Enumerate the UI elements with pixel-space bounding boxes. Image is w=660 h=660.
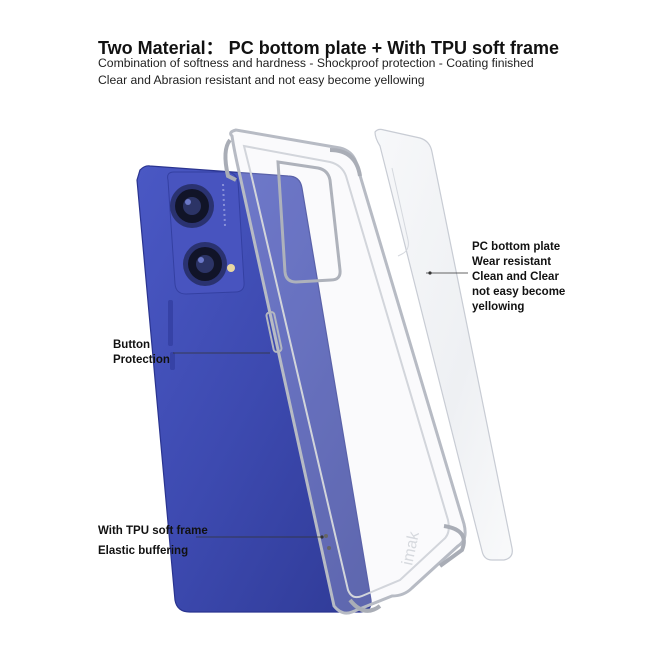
headline: Two Material： PC bottom plate + With TPU… bbox=[98, 38, 560, 58]
camera-lens-icon bbox=[183, 242, 227, 286]
description-line-1: Combination of softness and hardness - S… bbox=[98, 56, 534, 70]
flash-icon bbox=[227, 264, 235, 272]
camera-cutout bbox=[276, 160, 342, 284]
description-line-2: Clear and Abrasion resistant and not eas… bbox=[98, 73, 425, 87]
svg-text:imak: imak bbox=[399, 529, 423, 567]
button-cover bbox=[265, 311, 283, 353]
brand-watermark: imak bbox=[399, 529, 423, 567]
side-button bbox=[170, 352, 175, 370]
phone bbox=[136, 165, 372, 613]
description: Combination of softness and hardness - S… bbox=[98, 55, 534, 89]
tpu-frame bbox=[223, 128, 467, 615]
camera-lens-icon bbox=[170, 184, 214, 228]
callout-pc-plate: PC bottom plate Wear resistant Clean and… bbox=[472, 241, 566, 313]
callout-button-protection: Button Protection bbox=[113, 339, 170, 366]
side-button bbox=[168, 300, 173, 346]
callout-tpu-frame: With TPU soft frame Elastic buffering bbox=[98, 525, 208, 557]
pc-bottom-plate bbox=[374, 128, 513, 561]
